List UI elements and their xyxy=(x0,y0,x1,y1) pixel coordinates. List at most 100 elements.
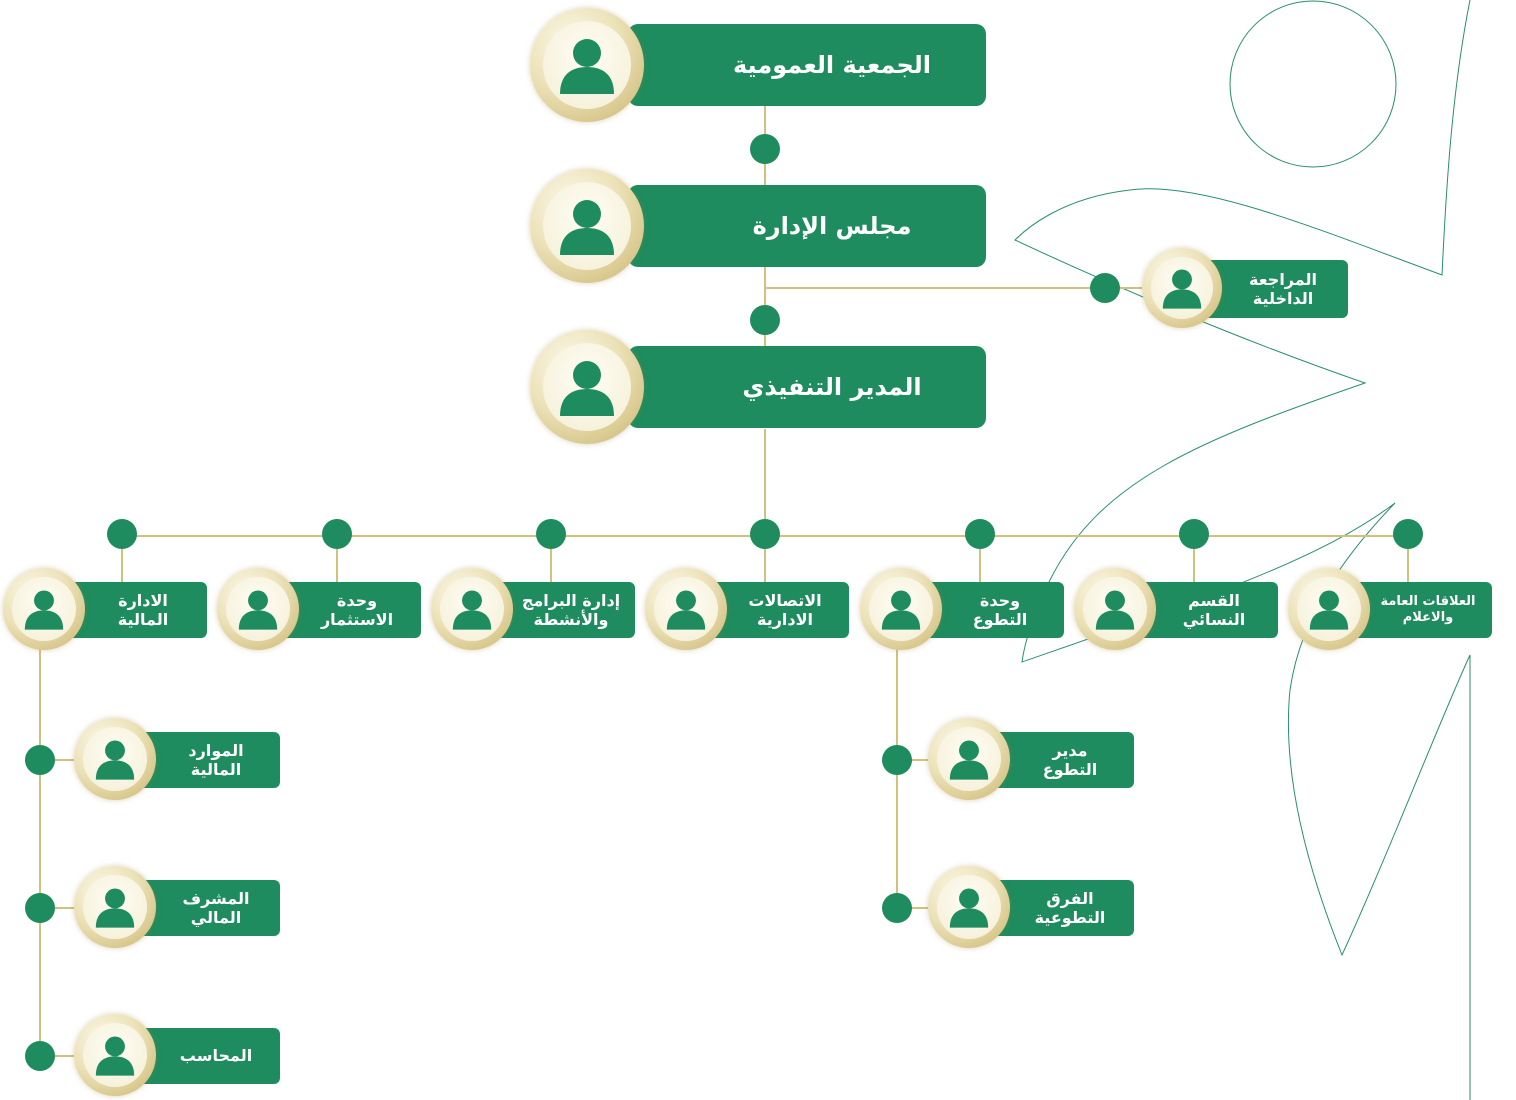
avatar xyxy=(530,330,644,444)
node-label: الادارة المالية xyxy=(59,582,207,638)
connector-dot xyxy=(536,519,566,549)
node-label: الموارد المالية xyxy=(132,732,280,788)
person-icon xyxy=(949,740,989,780)
node-label: المدير التنفيذي xyxy=(628,346,986,428)
avatar xyxy=(860,568,942,650)
avatar xyxy=(431,568,513,650)
node-executive-director: المدير التنفيذي xyxy=(530,330,986,446)
node-title-line2: المالية xyxy=(117,610,169,629)
node-label: الجمعية العمومية xyxy=(628,24,986,106)
node-finance-resources: الموارد المالية xyxy=(74,718,280,802)
avatar xyxy=(74,718,156,800)
node-label: وحدة التطوع xyxy=(916,582,1064,638)
person-icon xyxy=(949,888,989,928)
node-title-line2: الادارية xyxy=(757,610,814,629)
avatar xyxy=(1074,568,1156,650)
node-finance-accountant: المحاسب xyxy=(74,1014,280,1098)
avatar xyxy=(217,568,299,650)
connector-dot xyxy=(25,893,55,923)
node-board: مجلس الإدارة xyxy=(530,169,986,285)
connector-dot xyxy=(1393,519,1423,549)
node-title-line1: وحدة xyxy=(979,590,1021,610)
node-label: المحاسب xyxy=(132,1028,280,1084)
connector-dot xyxy=(1090,273,1120,303)
node-title-line2: التطوعية xyxy=(1034,908,1106,927)
node-title-line2: والاعلام xyxy=(1402,610,1454,625)
node-title: مجلس الإدارة xyxy=(752,211,912,240)
node-label: العلاقات العامة والاعلام xyxy=(1344,582,1492,638)
person-icon xyxy=(560,200,614,255)
person-icon xyxy=(1309,590,1349,630)
node-title-line1: الادارة xyxy=(118,590,168,610)
node-title-line2: التطوع xyxy=(1042,760,1098,779)
person-icon xyxy=(1162,269,1202,309)
node-title-line1: العلاقات العامة xyxy=(1380,594,1476,610)
node-dept-admin-comms: الاتصالات الادارية xyxy=(645,568,849,652)
person-icon xyxy=(560,39,614,94)
node-label: المشرف المالي xyxy=(132,880,280,936)
person-icon xyxy=(666,590,706,630)
connector-dot xyxy=(750,134,780,164)
node-title-line1: الموارد xyxy=(188,740,244,760)
node-dept-volunteer-unit: وحدة التطوع xyxy=(860,568,1064,652)
person-icon xyxy=(560,361,614,416)
node-title-line2: المالية xyxy=(190,760,242,779)
person-icon xyxy=(881,590,921,630)
avatar xyxy=(530,8,644,122)
connector-dot xyxy=(1179,519,1209,549)
connector-dot xyxy=(750,305,780,335)
node-label: مدير التطوع xyxy=(986,732,1134,788)
connector-dot xyxy=(882,893,912,923)
connector-dot xyxy=(107,519,137,549)
node-title-line1: المشرف xyxy=(182,888,250,908)
node-title-line2: الاستثمار xyxy=(320,610,394,629)
node-title-line1: مدير xyxy=(1052,740,1088,760)
node-label: المراجعة الداخلية xyxy=(1198,260,1348,318)
node-dept-women: القسم النسائي xyxy=(1074,568,1278,652)
node-title-line2: والأنشطة xyxy=(533,610,609,629)
node-dept-investment: وحدة الاستثمار xyxy=(217,568,421,652)
person-icon xyxy=(95,1036,135,1076)
node-label: الفرق التطوعية xyxy=(986,880,1134,936)
node-internal-audit: المراجعة الداخلية xyxy=(1142,248,1350,330)
node-title-line1: الفرق xyxy=(1046,888,1094,908)
avatar xyxy=(1142,248,1222,328)
node-title-line1: المحاسب xyxy=(179,1046,253,1066)
person-icon xyxy=(24,590,64,630)
node-title: المدير التنفيذي xyxy=(742,372,922,401)
connector-dot xyxy=(25,1041,55,1071)
node-title-line1: القسم xyxy=(1188,590,1240,610)
node-title-line1: الاتصالات xyxy=(748,590,822,610)
node-dept-finance: الادارة المالية xyxy=(3,568,207,652)
person-icon xyxy=(452,590,492,630)
avatar xyxy=(3,568,85,650)
avatar xyxy=(74,866,156,948)
person-icon xyxy=(1095,590,1135,630)
connector-dot xyxy=(322,519,352,549)
node-finance-supervisor: المشرف المالي xyxy=(74,866,280,950)
node-title-line2: الداخلية xyxy=(1252,289,1314,308)
node-title-line2: النسائي xyxy=(1182,610,1246,629)
node-title-line1: إدارة البرامج xyxy=(521,590,621,610)
node-dept-programs: إدارة البرامج والأنشطة xyxy=(431,568,635,652)
avatar xyxy=(1288,568,1370,650)
node-label: مجلس الإدارة xyxy=(628,185,986,267)
avatar xyxy=(928,866,1010,948)
node-dept-pr: العلاقات العامة والاعلام xyxy=(1288,568,1492,652)
node-volunteer-manager: مدير التطوع xyxy=(928,718,1134,802)
person-icon xyxy=(95,888,135,928)
connector-dot xyxy=(965,519,995,549)
node-title: الجمعية العمومية xyxy=(733,50,932,79)
connector-dot xyxy=(25,745,55,775)
connector-dot xyxy=(750,519,780,549)
avatar xyxy=(530,169,644,283)
node-title-line2: التطوع xyxy=(972,610,1028,629)
person-icon xyxy=(95,740,135,780)
avatar xyxy=(645,568,727,650)
node-volunteer-teams: الفرق التطوعية xyxy=(928,866,1134,950)
node-title-line1: المراجعة xyxy=(1249,269,1317,289)
node-general-assembly: الجمعية العمومية xyxy=(530,8,986,124)
avatar xyxy=(928,718,1010,800)
